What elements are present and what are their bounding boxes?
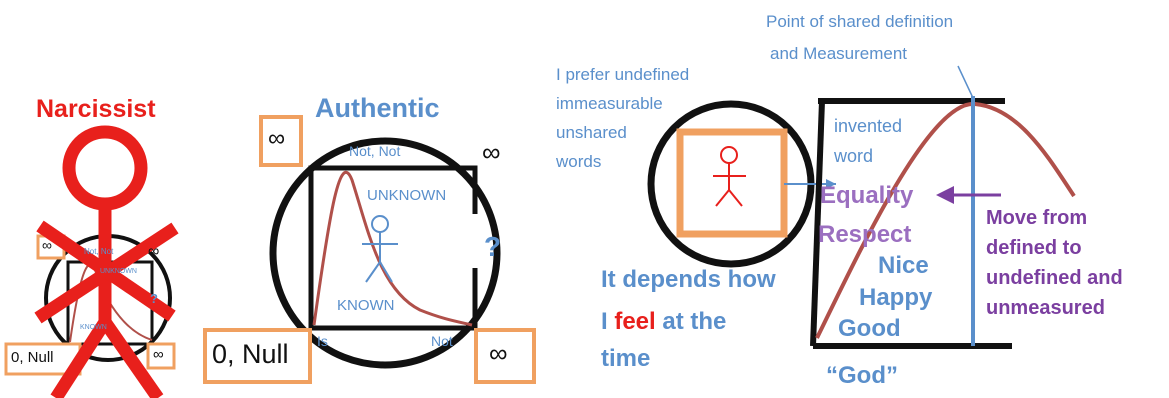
prefer-text: I prefer undefined immeasurable unshared… [556,60,689,176]
move-line-1: Move from [986,207,1088,229]
authentic-infinity-top-right: ∞ [482,137,501,167]
word-good: Good [838,315,901,342]
shared-definition-line1: Point of shared definition [766,12,954,31]
depends-line2-post: at the [655,308,727,335]
authentic-not-not: Not, Not [349,143,401,159]
word-respect: Respect [818,221,912,248]
invented-line2: word [834,146,874,166]
prefer-red-figure [713,146,746,207]
depends-line3: time [601,345,651,372]
move-text: Move from defined to undefined and unmea… [986,203,1123,323]
move-line-4: unmeasured [986,297,1105,319]
invented-line1: invented [834,116,903,136]
narcissist-known: KNOWN [80,324,107,331]
authentic-infinity-box-bottom-right [474,328,536,384]
narcissist-infinity-box-bottom [146,342,176,370]
move-line-3: undefined and [986,267,1123,289]
authentic-diagram [203,115,536,384]
shared-definition-line2: and Measurement [770,44,908,63]
move-line-2: defined to [986,237,1082,259]
narcissist-leg-left [50,318,111,398]
narcissist-infinity-bottom: ∞ [153,346,164,363]
narcissist-unknown: UNKNOWN [100,268,137,275]
authentic-is-label: Is [317,333,328,349]
narcissist-leg-right [99,318,164,398]
depends-line1: It depends how [601,266,776,293]
definition-curve [815,101,1076,339]
authentic-title: Authentic [315,93,440,123]
depends-line2-pre: I [601,308,615,335]
word-happy: Happy [859,284,933,311]
authentic-infinity-bottom-right: ∞ [489,338,508,368]
prefer-line-2: immeasurable [556,94,663,113]
word-god: “God” [826,362,898,389]
authentic-known: KNOWN [337,297,395,314]
depends-line2: I feel at the [601,309,726,334]
narcissist-not-not: Not, Not [84,247,114,256]
narcissist-null-label: 0, Null [11,349,54,366]
authentic-question: ? [484,231,502,262]
depends-feel: feel [614,308,656,335]
narcissist-stick-figure [34,125,179,398]
authentic-outer-circle [269,137,501,369]
shared-definition-pointer [957,65,974,99]
authentic-null-box [203,328,312,384]
prefer-line-1: I prefer undefined [556,65,690,84]
prefer-line-3: unshared [556,123,627,142]
prefer-line-4: words [556,152,602,171]
authentic-blue-figure [362,215,398,283]
word-equality: Equality [820,182,914,209]
authentic-unknown: UNKNOWN [367,187,447,204]
word-nice: Nice [878,252,929,279]
narcissist-title: Narcissist [36,95,156,123]
prefer-diagram [647,100,836,268]
authentic-infinity-box-top-left [259,115,303,167]
authentic-not-label: Not [431,333,453,349]
authentic-curve [312,171,473,327]
authentic-square-gap [468,214,482,268]
prefer-arrow-head [826,179,836,189]
narcissist-head [62,125,148,211]
narcissist-infinity-left: ∞ [42,237,52,253]
narcissist-infinity-right: ∞ [148,243,160,260]
bracket-left [810,100,825,347]
authentic-null-label: 0, Null [212,339,289,369]
authentic-infinity-top-left: ∞ [268,125,286,152]
move-arrow-head [936,186,954,204]
definition-diagram [810,65,1076,349]
narcissist-question: ? [150,291,158,306]
narcissist-arm-right [36,220,176,322]
